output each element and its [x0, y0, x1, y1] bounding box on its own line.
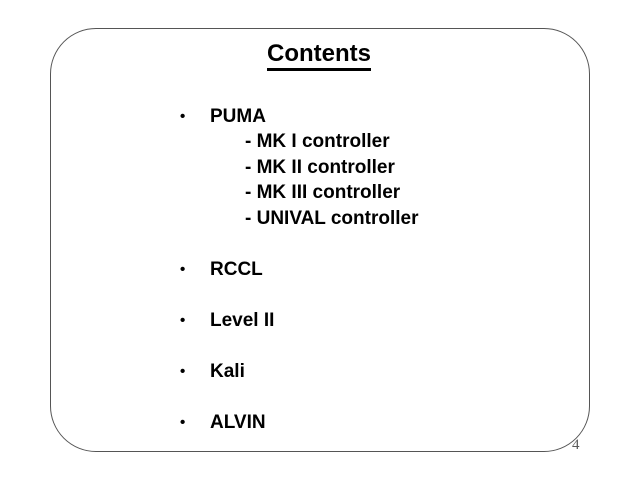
bullet-icon: • — [180, 312, 186, 329]
spacer — [180, 384, 600, 410]
sub-list-item: - UNIVAL controller — [245, 207, 419, 229]
bullet-icon: • — [180, 414, 186, 431]
page-title: Contents — [0, 40, 638, 72]
list-item-label: Level II — [210, 310, 275, 331]
spacer — [180, 333, 600, 359]
list-item-label: RCCL — [210, 259, 263, 280]
list-item[interactable]: • Kali — [180, 359, 600, 384]
list-item[interactable]: • Level II — [180, 308, 600, 333]
bullet-icon: • — [180, 108, 186, 125]
contents-list: • PUMA - MK I controller - MK II control… — [180, 104, 600, 435]
sub-list: - MK I controller - MK II controller - M… — [180, 129, 600, 231]
list-item-label: ALVIN — [210, 412, 266, 433]
list-item[interactable]: • PUMA — [180, 104, 600, 129]
page-title-text: Contents — [267, 40, 371, 72]
list-item-label: PUMA — [210, 106, 266, 127]
spacer — [180, 282, 600, 308]
page-number: 4 — [572, 437, 580, 453]
sub-list-item: - MK II controller — [245, 156, 395, 178]
list-item[interactable]: • RCCL — [180, 257, 600, 282]
bullet-icon: • — [180, 363, 186, 380]
bullet-icon: • — [180, 261, 186, 278]
sub-list-item: - MK III controller — [245, 182, 401, 203]
sub-list-item: - MK I controller — [245, 131, 390, 152]
list-item-label: Kali — [210, 361, 245, 382]
spacer — [180, 231, 600, 257]
list-item[interactable]: • ALVIN — [180, 410, 600, 435]
slide-frame — [50, 28, 590, 452]
